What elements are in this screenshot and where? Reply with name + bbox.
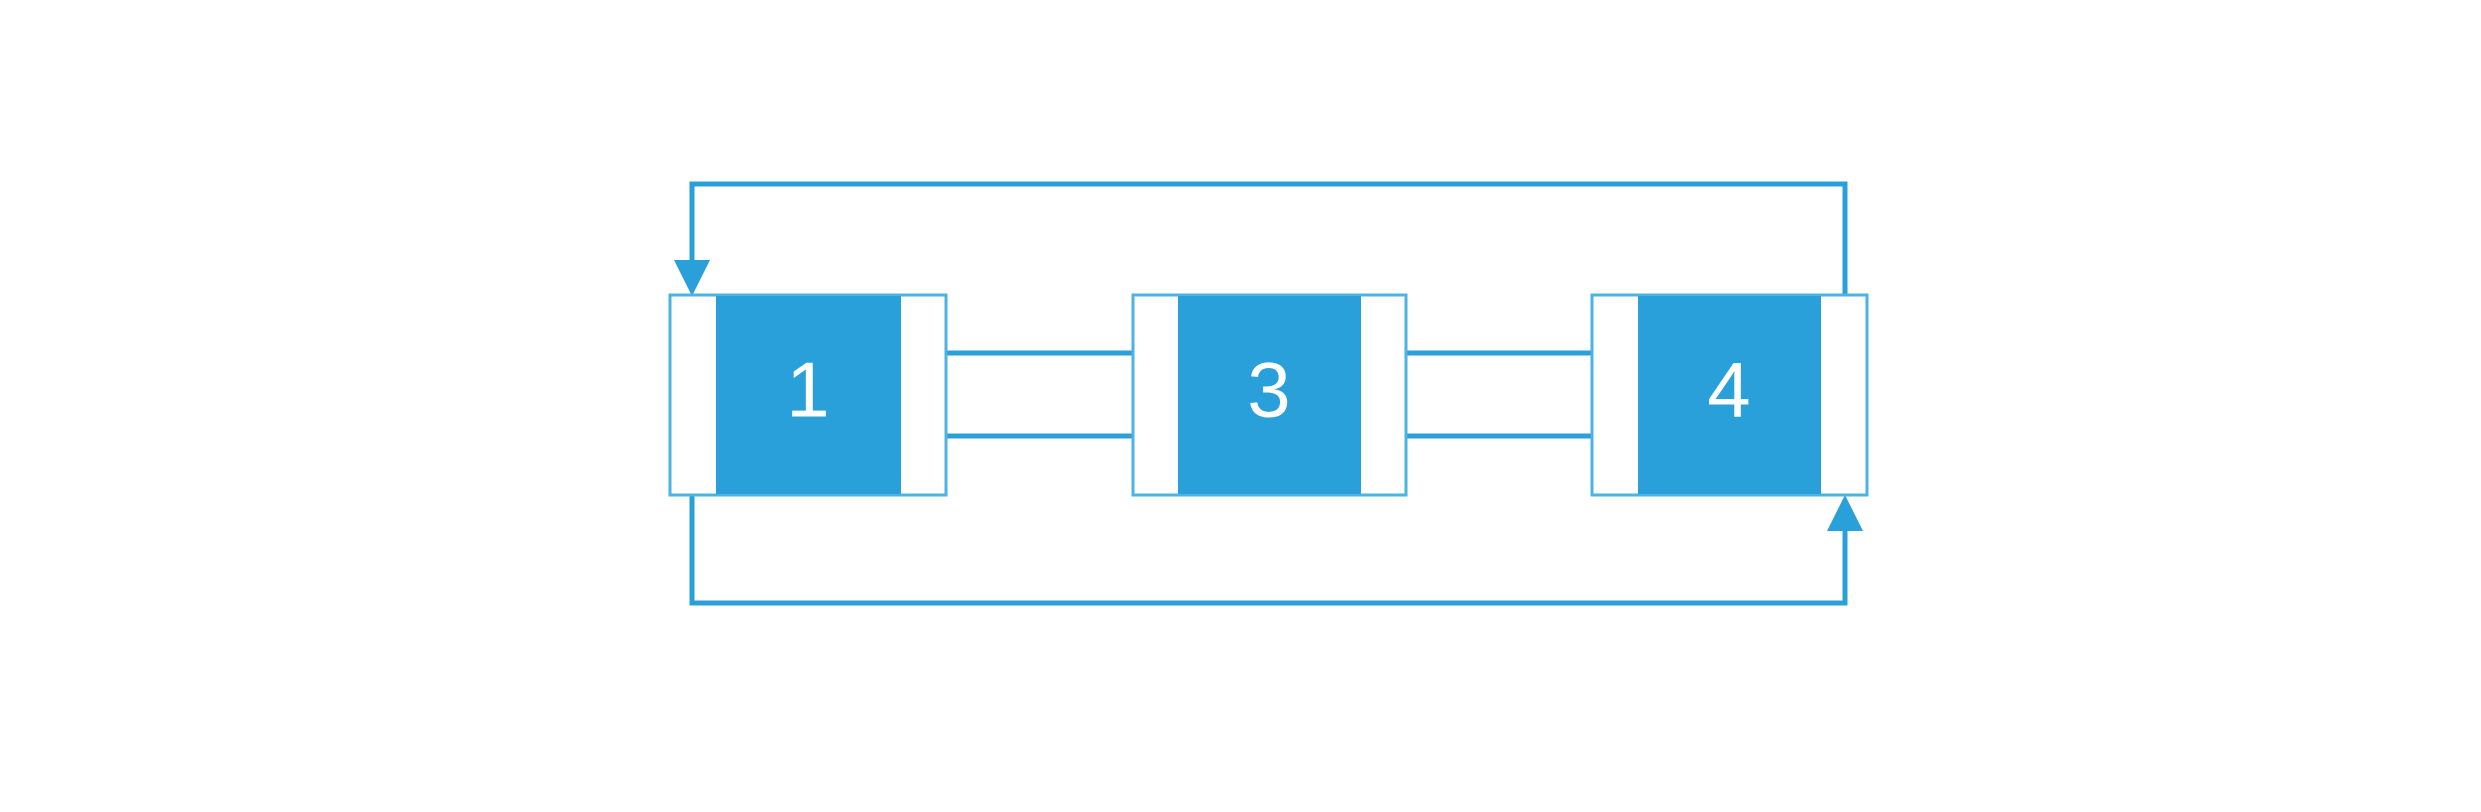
feedback-edge-top-node4-to-node1	[674, 181, 1848, 330]
block-label: 3	[1247, 346, 1290, 434]
nodes-layer: 1 3 4	[668, 293, 1869, 497]
block-4[interactable]: 4	[1590, 293, 1869, 497]
block-inner-fill	[716, 296, 901, 494]
edge-line	[689, 181, 1848, 330]
block-3[interactable]: 3	[1131, 293, 1408, 497]
arrowhead-down-icon	[674, 260, 710, 296]
block-inner-fill	[1178, 296, 1361, 494]
feedback-edge-bottom-node1-to-node4	[689, 460, 1863, 606]
block-label: 1	[786, 346, 829, 434]
block-label: 4	[1707, 346, 1750, 434]
block-inner-fill	[1638, 296, 1821, 494]
arrowhead-up-icon	[1827, 495, 1863, 531]
block-1[interactable]: 1	[668, 293, 948, 497]
edge-line	[689, 460, 1848, 606]
